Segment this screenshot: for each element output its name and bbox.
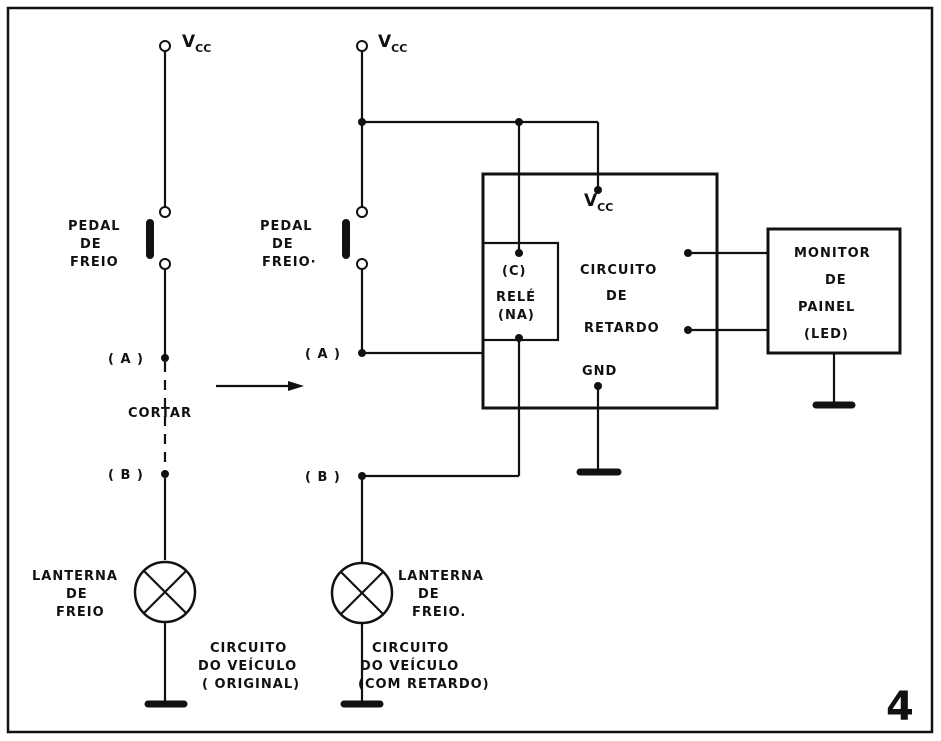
left-caption-3: ( ORIGINAL) (202, 677, 300, 692)
left-pedal-label-3: FREIO (70, 255, 119, 270)
right-point-a-label: ( A ) (305, 347, 341, 362)
delay-gnd-label: GND (582, 364, 617, 379)
left-lamp-label-3: FREIO (56, 605, 105, 620)
left-circuit: VCC PEDAL DE FREIO ( A ) CORTAR ( B ) LA… (32, 32, 300, 708)
left-pedal-switch-icon (146, 219, 154, 259)
right-caption-1: CIRCUITO (372, 641, 449, 656)
left-vcc-terminal (159, 40, 171, 52)
monitor-label-4: (LED) (804, 327, 849, 342)
right-vcc-label: VCC (378, 32, 407, 55)
left-pedal-contact-bottom (159, 258, 171, 270)
right-pedal-label-1: PEDAL (260, 219, 313, 234)
relay-block: (C) RELÉ (NA) (481, 241, 560, 342)
left-caption-1: CIRCUITO (210, 641, 287, 656)
relay-label-2: RELÉ (496, 289, 536, 305)
right-lamp-label-2: DE (418, 587, 440, 602)
delay-label-2: DE (606, 289, 628, 304)
transform-arrow-icon (216, 381, 304, 391)
left-pedal-label-1: PEDAL (68, 219, 121, 234)
left-node-a (161, 354, 169, 362)
right-pedal-switch-icon (342, 219, 350, 259)
monitor-label-1: MONITOR (794, 246, 871, 261)
left-point-b-label: ( B ) (108, 468, 144, 483)
left-node-b (161, 470, 169, 478)
right-point-b-label: ( B ) (305, 470, 341, 485)
right-pedal-label-3: FREIO· (262, 255, 317, 270)
relay-label-3: (NA) (498, 308, 535, 323)
left-vcc-label: VCC (182, 32, 211, 55)
left-pedal-contact-top (159, 206, 171, 218)
figure-number: 4 (886, 684, 914, 730)
right-vcc-terminal (356, 40, 368, 52)
delay-vcc-pin (594, 186, 602, 194)
right-caption-3: (COM RETARDO) (358, 677, 490, 692)
right-caption-2: DO VEÍCULO (360, 658, 459, 674)
monitor-label-2: DE (825, 273, 847, 288)
relay-na-pin (515, 334, 523, 342)
right-pedal-contact-top (356, 206, 368, 218)
delay-label-1: CIRCUITO (580, 263, 657, 278)
left-lamp-cross-2 (143, 570, 187, 614)
left-cut-label: CORTAR (128, 406, 192, 421)
right-pedal-contact-bottom (356, 258, 368, 270)
right-lamp-label-3: FREIO. (412, 605, 466, 620)
monitor-label-3: PAINEL (798, 300, 855, 315)
left-pedal-label-2: DE (80, 237, 102, 252)
right-circuit: VCC PEDAL DE FREIO· ( A ) ( B ) LANTERNA… (260, 32, 600, 708)
right-pedal-label-2: DE (272, 237, 294, 252)
figure-frame (6, 6, 934, 734)
delay-vcc-label: VCC (584, 191, 613, 214)
left-caption-2: DO VEÍCULO (198, 658, 297, 674)
relay-label-1: (C) (502, 264, 526, 279)
right-lamp-label-1: LANTERNA (398, 569, 484, 584)
delay-label-3: RETARDO (584, 321, 660, 336)
relay-c-pin (515, 249, 523, 257)
right-lamp-cross-2 (340, 571, 384, 615)
monitor-block: MONITOR DE PAINEL (LED) (688, 227, 902, 409)
left-lamp-label-2: DE (66, 587, 88, 602)
left-lamp-label-1: LANTERNA (32, 569, 118, 584)
left-point-a-label: ( A ) (108, 352, 144, 367)
